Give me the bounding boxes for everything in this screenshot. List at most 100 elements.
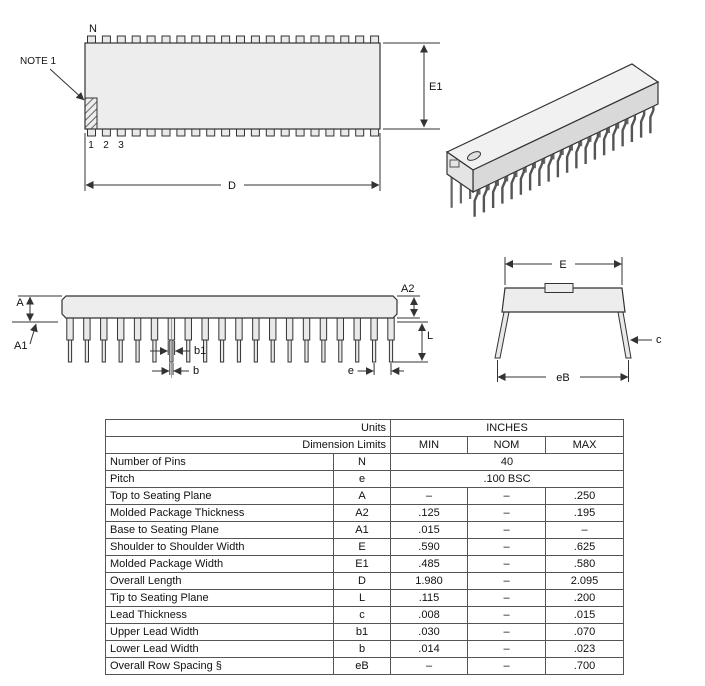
max-cell: .070	[544, 623, 625, 641]
iso-pin1-notch	[467, 151, 481, 161]
top-view-pins-bottom-row	[87, 128, 380, 137]
table-row: Number of Pins N 40	[105, 453, 625, 471]
col-header-nom: NOM	[467, 436, 546, 454]
table-row: Molded Package Thickness A2 .125 – .195	[105, 504, 625, 522]
pin1-indicator-hatch	[84, 97, 98, 130]
symbol-cell: L	[333, 589, 391, 607]
nom-cell: –	[467, 521, 546, 539]
min-cell: –	[390, 487, 468, 505]
max-cell: 2.095	[544, 572, 625, 590]
value-cell: .100 BSC	[389, 470, 625, 488]
isometric-view-drawing	[445, 63, 660, 217]
dimension-name-cell: Molded Package Width	[105, 555, 334, 573]
symbol-cell: D	[333, 572, 391, 590]
iso-near-row-pins	[473, 106, 655, 217]
table-row: Molded Package Width E1 .485 – .580	[105, 555, 625, 573]
min-cell: .008	[390, 606, 468, 624]
table-row: Top to Seating Plane A – – .250	[105, 487, 625, 505]
package-body-end-view	[501, 287, 626, 313]
units-value-cell: INCHES	[389, 419, 625, 437]
nom-cell: –	[467, 589, 546, 607]
pin-number-1: 1	[88, 140, 94, 151]
dim-label-e-shoulder: E	[559, 259, 566, 271]
pin-number-2: 2	[103, 140, 109, 151]
min-cell: .015	[390, 521, 468, 539]
max-cell: .195	[544, 504, 625, 522]
dim-label-eb: eB	[556, 372, 569, 384]
symbol-cell: E	[333, 538, 391, 556]
table-row: Pitch e .100 BSC	[105, 470, 625, 488]
max-cell: .200	[544, 589, 625, 607]
dim-label-d: D	[228, 180, 236, 192]
dim-label-c: c	[656, 334, 662, 346]
note1-leader-line	[49, 68, 85, 101]
symbol-cell: A2	[333, 504, 391, 522]
a1-leader-line	[29, 323, 38, 345]
dimension-name-cell: Number of Pins	[105, 453, 334, 471]
top-view-drawing: N NOTE 1 1 2 3 E1 D	[20, 23, 442, 192]
dim-label-a: A	[16, 297, 24, 309]
note1-label: NOTE 1	[20, 56, 57, 67]
max-cell: .625	[544, 538, 625, 556]
dimension-name-cell: Base to Seating Plane	[105, 521, 334, 539]
dimension-name-cell: Overall Row Spacing §	[105, 657, 334, 675]
top-view-pins-top-row	[87, 35, 380, 44]
table-row: Overall Row Spacing § eB – – .700	[105, 657, 625, 675]
col-header-min: MIN	[390, 436, 468, 454]
iso-package-end-face	[446, 150, 474, 194]
nom-cell: –	[467, 555, 546, 573]
dim-label-a1: A1	[14, 340, 27, 352]
dimension-name-cell: Pitch	[105, 470, 334, 488]
max-cell: .700	[544, 657, 625, 675]
max-cell: .023	[544, 640, 625, 658]
nom-cell: –	[467, 657, 546, 675]
min-cell: .115	[390, 589, 468, 607]
pin-count-label: N	[89, 23, 97, 35]
dim-label-b1: b1	[194, 345, 206, 357]
nom-cell: –	[467, 640, 546, 658]
nom-cell: –	[467, 504, 546, 522]
table-row: Base to Seating Plane A1 .015 – –	[105, 521, 625, 539]
table-row: Upper Lead Width b1 .030 – .070	[105, 623, 625, 641]
dimension-name-cell: Molded Package Thickness	[105, 504, 334, 522]
dimension-name-cell: Lead Thickness	[105, 606, 334, 624]
dim-label-e: e	[348, 365, 354, 377]
max-cell: .250	[544, 487, 625, 505]
min-cell: –	[390, 657, 468, 675]
units-label-cell: Units	[105, 419, 391, 437]
side-view-leads	[66, 317, 395, 363]
table-row: Lower Lead Width b .014 – .023	[105, 640, 625, 658]
package-body-side-view	[61, 295, 398, 319]
table-row: Overall Length D 1.980 – 2.095	[105, 572, 625, 590]
nom-cell: –	[467, 606, 546, 624]
dim-label-e1: E1	[429, 81, 442, 93]
end-view-right-lead	[617, 311, 632, 359]
nom-cell: –	[467, 623, 546, 641]
min-cell: .125	[390, 504, 468, 522]
symbol-cell: A	[333, 487, 391, 505]
min-cell: .014	[390, 640, 468, 658]
dimension-name-cell: Top to Seating Plane	[105, 487, 334, 505]
iso-end-face-mark	[449, 159, 460, 168]
max-cell: –	[544, 521, 625, 539]
table-header-row: Units INCHES	[105, 419, 625, 437]
pin-number-3: 3	[118, 140, 124, 151]
nom-cell: –	[467, 572, 546, 590]
dim-label-b: b	[193, 365, 199, 377]
dim-label-l: L	[427, 330, 433, 342]
package-body-top-view	[84, 42, 381, 130]
max-cell: .580	[544, 555, 625, 573]
symbol-cell: N	[333, 453, 391, 471]
table-row: Lead Thickness c .008 – .015	[105, 606, 625, 624]
nom-cell: –	[467, 487, 546, 505]
end-view-drawing: E c eB	[494, 257, 662, 384]
symbol-cell: eB	[333, 657, 391, 675]
dimension-name-cell: Shoulder to Shoulder Width	[105, 538, 334, 556]
symbol-cell: A1	[333, 521, 391, 539]
dimension-name-cell: Overall Length	[105, 572, 334, 590]
dimension-table: Units INCHES Dimension Limits MIN NOM MA…	[105, 419, 625, 675]
min-cell: .485	[390, 555, 468, 573]
symbol-cell: E1	[333, 555, 391, 573]
dimension-limits-cell: Dimension Limits	[105, 436, 391, 454]
